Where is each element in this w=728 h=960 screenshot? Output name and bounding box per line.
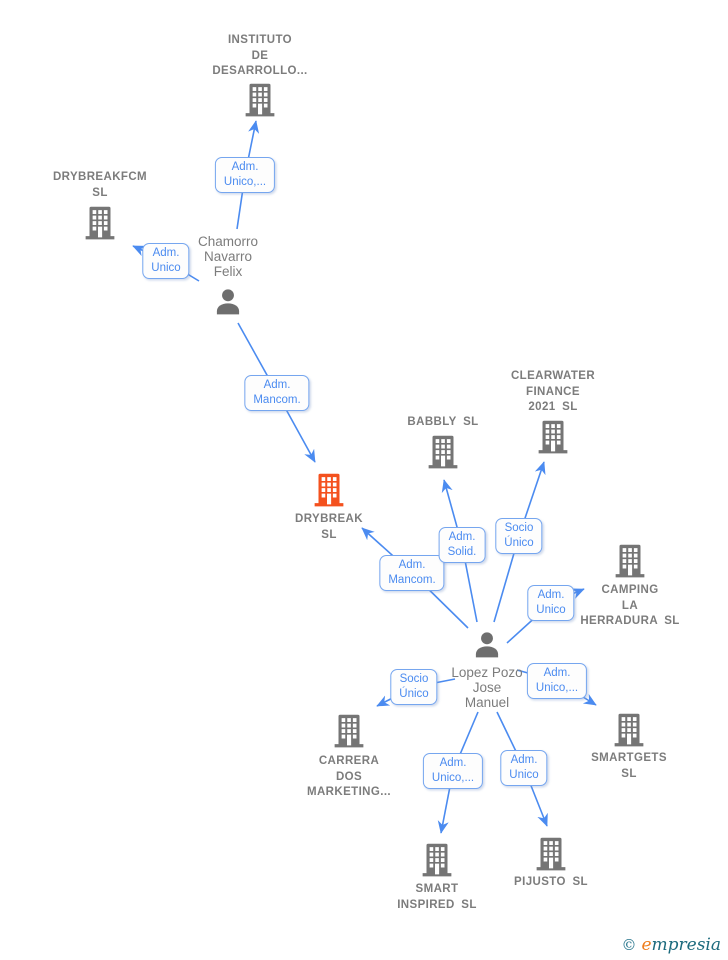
node-chamorro[interactable] — [213, 287, 244, 318]
building-icon — [422, 843, 452, 877]
building-icon — [538, 420, 568, 454]
node-drybreakfcm[interactable] — [85, 206, 115, 240]
building-icon — [85, 206, 115, 240]
edge-label-lopez-smart-inspired: Adm.Unico,... — [422, 753, 484, 789]
node-babbly[interactable] — [428, 435, 458, 469]
edge-label-lopez-drybreak: Adm.Mancom. — [379, 555, 445, 591]
node-drybreak[interactable] — [314, 473, 344, 507]
node-smartgets[interactable] — [614, 713, 644, 747]
edge-label-chamorro-drybreak: Adm.Mancom. — [244, 375, 310, 411]
person-icon — [475, 632, 499, 658]
node-pijusto[interactable] — [536, 837, 566, 871]
person-icon — [216, 289, 240, 315]
node-carrera[interactable] — [334, 714, 364, 748]
edge-label-lopez-pijusto: Adm.Unico — [500, 750, 548, 786]
copyright-icon: © — [621, 936, 637, 954]
building-icon — [428, 435, 458, 469]
node-lopez[interactable] — [472, 630, 503, 661]
building-icon — [615, 544, 645, 578]
node-clearwater[interactable] — [538, 420, 568, 454]
edge-label-chamorro-instituto: Adm.Unico,... — [214, 157, 276, 193]
node-label-pijusto: PIJUSTO SL — [514, 876, 588, 888]
empresia-brand-text: empresia — [641, 935, 721, 955]
empresia-logo: ©empresia — [621, 935, 721, 955]
node-camping[interactable] — [615, 544, 645, 578]
edge-label-lopez-camping: Adm.Unico — [527, 585, 575, 621]
building-icon — [536, 837, 566, 871]
edge-label-lopez-babbly: Adm.Solid. — [438, 527, 486, 563]
building-icon — [334, 714, 364, 748]
building-icon — [614, 713, 644, 747]
node-label-babbly: BABBLY SL — [407, 416, 479, 428]
edge-label-chamorro-drybreakfcm: Adm.Unico — [142, 243, 190, 279]
edge-label-lopez-smartgets: Adm.Unico,... — [526, 663, 588, 699]
building-icon — [245, 83, 275, 117]
node-instituto[interactable] — [245, 83, 275, 117]
building-icon — [314, 473, 344, 507]
node-smart-inspired[interactable] — [422, 843, 452, 877]
